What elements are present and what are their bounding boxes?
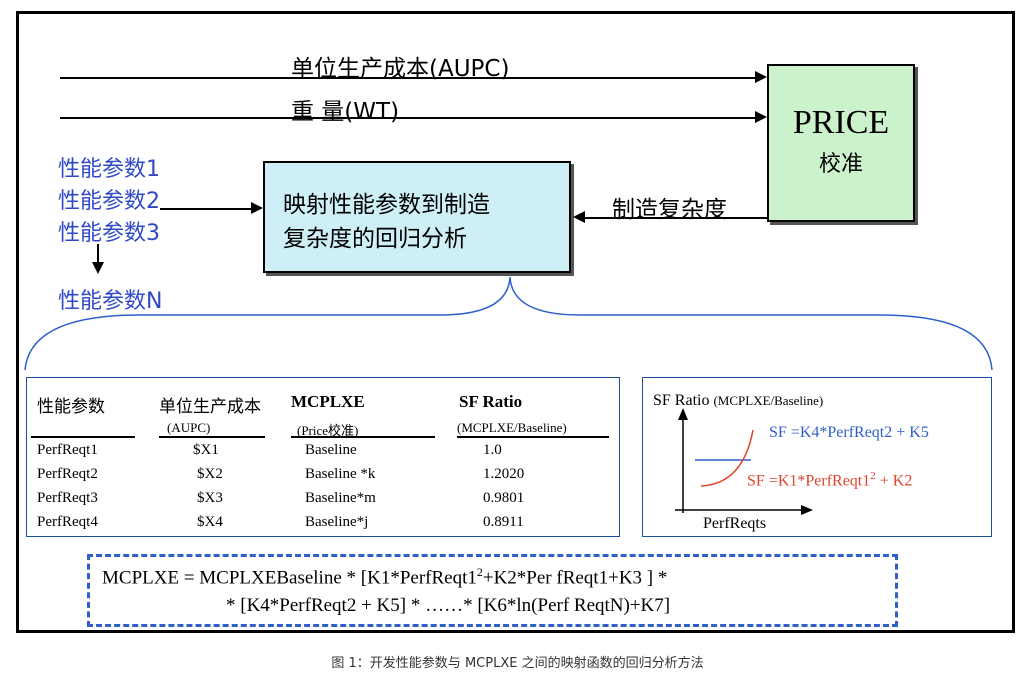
table-row3-mcplxe: Baseline*m (305, 490, 376, 506)
table-row1-sf: 1.0 (483, 442, 502, 458)
table-row2-mcplxe: Baseline *k (305, 466, 376, 482)
table-header-mcplxe: MCPLXE (291, 392, 365, 411)
table-header-sf-ratio: SF Ratio (459, 392, 523, 411)
aupc-arrowhead (755, 71, 767, 83)
table-subheader-mcplxe: (Price校准) (297, 423, 359, 438)
graph-ylabel-text: SF Ratio (653, 392, 710, 409)
table-row4-mcplxe: Baseline*j (305, 514, 369, 530)
table-row4-param: PerfReqt4 (37, 514, 98, 530)
complexity-label: 制造复杂度 (612, 197, 727, 223)
complexity-arrow-line (585, 217, 767, 219)
table-row1-param: PerfReqt1 (37, 442, 98, 458)
graph-eq-red-sup: 2 (870, 470, 876, 482)
complexity-arrowhead (573, 211, 585, 223)
table-header-aupc: 单位生产成本 (159, 397, 261, 417)
table-row3-sf: 0.9801 (483, 490, 525, 506)
sf-ratio-graph-box: SF Ratio (MCPLXE/Baseline) SF =K4*PerfRe… (642, 377, 992, 537)
graph-ylabel-sub: (MCPLXE/Baseline) (713, 393, 824, 408)
table-subheader-aupc: (AUPC) (167, 420, 211, 435)
wt-arrowhead (755, 111, 767, 123)
price-subtitle: 校准 (818, 152, 863, 177)
table-row4-sf: 0.8911 (483, 514, 524, 530)
table-row2-sf: 1.2020 (483, 466, 525, 482)
graph-eq-blue: SF =K4*PerfReqt2 + K5 (769, 424, 929, 441)
graph-eq-red: SF =K1*PerfReqt12 + K2 (747, 470, 912, 490)
param-down-line (97, 244, 99, 264)
data-table-box: 性能参数 单位生产成本 MCPLXE SF Ratio (AUPC) (Pric… (26, 377, 620, 537)
table-underline-3 (291, 436, 435, 438)
table-underline-2 (159, 436, 265, 438)
table-row3-param: PerfReqt3 (37, 490, 98, 506)
params-arrowhead (251, 202, 263, 214)
figure-caption: 图 1：开发性能参数与 MCPLXE 之间的映射函数的回归分析方法 (331, 656, 704, 671)
table-subheader-sf: (MCPLXE/Baseline) (457, 420, 567, 435)
diagram-frame (16, 11, 1015, 633)
param-down-arrowhead (92, 262, 104, 274)
brace-connector (24, 276, 993, 371)
formula-line-2: * [K4*PerfReqt2 + K5] * ……* [K6*ln(Perf … (226, 595, 671, 616)
table-row2-param: PerfReqt2 (37, 466, 98, 482)
mapping-line-1: 映射性能参数到制造 (283, 192, 490, 218)
wt-label: 重 量(WT) (291, 99, 400, 125)
perf-param-3: 性能参数3 (58, 221, 160, 246)
graph-eq-red-main: SF =K1*PerfReqt1 (747, 472, 871, 490)
params-arrow-line (160, 208, 251, 210)
wt-arrow-line (60, 117, 755, 119)
formula-line-1-sup: 2 (476, 565, 483, 579)
price-calibration-box: PRICE 校准 (767, 64, 915, 222)
price-title: PRICE (792, 104, 890, 141)
mapping-line-2: 复杂度的回归分析 (283, 226, 467, 252)
table-row2-aupc: $X2 (197, 466, 223, 482)
table-row4-aupc: $X4 (197, 514, 223, 530)
graph-plot (675, 408, 813, 515)
mcplxe-formula-box: MCPLXE = MCPLXEBaseline * [K1*PerfReqt12… (87, 554, 898, 627)
graph-xlabel: PerfReqts (703, 515, 767, 532)
graph-eq-red-tail: + K2 (875, 472, 913, 490)
regression-mapping-box: 映射性能参数到制造 复杂度的回归分析 (263, 161, 571, 273)
perf-param-2: 性能参数2 (58, 189, 160, 214)
table-underline-1 (31, 436, 135, 438)
graph-ylabel: SF Ratio (MCPLXE/Baseline) (653, 392, 823, 410)
table-header-param: 性能参数 (37, 397, 105, 417)
formula-line-1: MCPLXE = MCPLXEBaseline * [K1*PerfReqt12… (102, 565, 667, 589)
table-row1-aupc: $X1 (193, 442, 219, 458)
aupc-arrow-line (60, 77, 755, 79)
table-underline-4 (457, 436, 609, 438)
perf-param-1: 性能参数1 (58, 157, 160, 182)
table-row1-mcplxe: Baseline (305, 442, 357, 458)
table-row3-aupc: $X3 (197, 490, 223, 506)
perf-param-n: 性能参数N (58, 289, 163, 314)
formula-line-1b: +K2*Per fReqt1+K3 ] * (482, 567, 668, 589)
formula-line-1a: MCPLXE = MCPLXEBaseline * [K1*PerfReqt1 (102, 567, 477, 589)
